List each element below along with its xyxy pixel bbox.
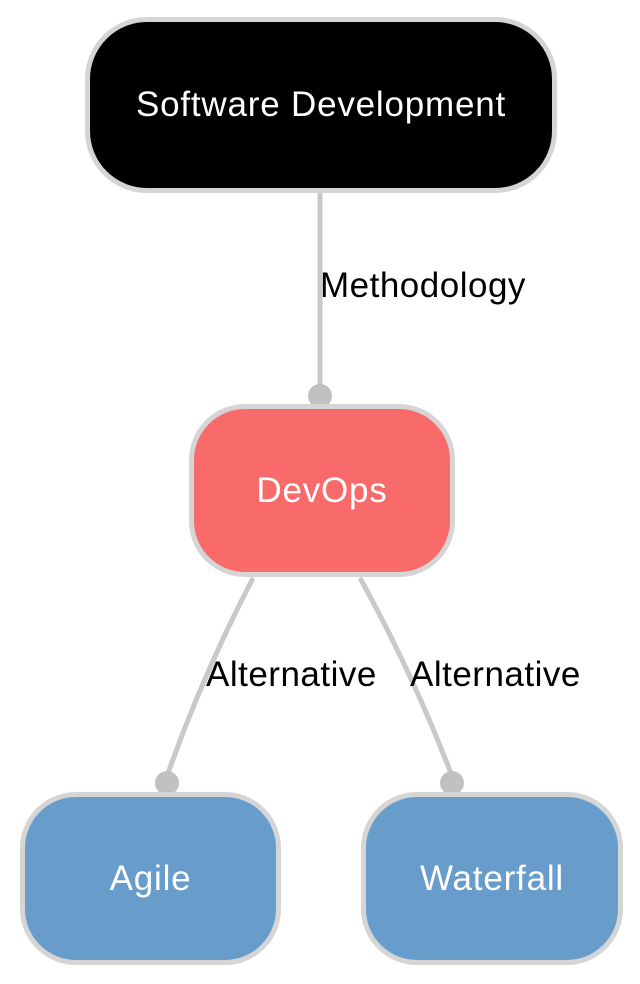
edge-endpoint-dot: [440, 771, 464, 795]
node-label: Waterfall: [420, 858, 564, 898]
edge-devops-agile: [164, 576, 256, 777]
node-label: DevOps: [256, 470, 388, 510]
node-waterfall: Waterfall: [361, 792, 623, 965]
edge-label-alternative-agile: Alternative: [206, 655, 377, 694]
edge-devops-waterfall: [357, 576, 455, 777]
node-label: Software Development: [135, 85, 507, 124]
edge-endpoint-dot: [155, 771, 179, 795]
node-software-development: Software Development: [85, 17, 557, 193]
node-label: Agile: [109, 858, 192, 898]
node-devops: DevOps: [189, 404, 455, 577]
edge-label-methodology: Methodology: [320, 266, 526, 305]
edge-label-alternative-waterfall: Alternative: [410, 655, 581, 694]
node-agile: Agile: [20, 792, 281, 965]
edge-endpoint-dot: [308, 384, 332, 408]
